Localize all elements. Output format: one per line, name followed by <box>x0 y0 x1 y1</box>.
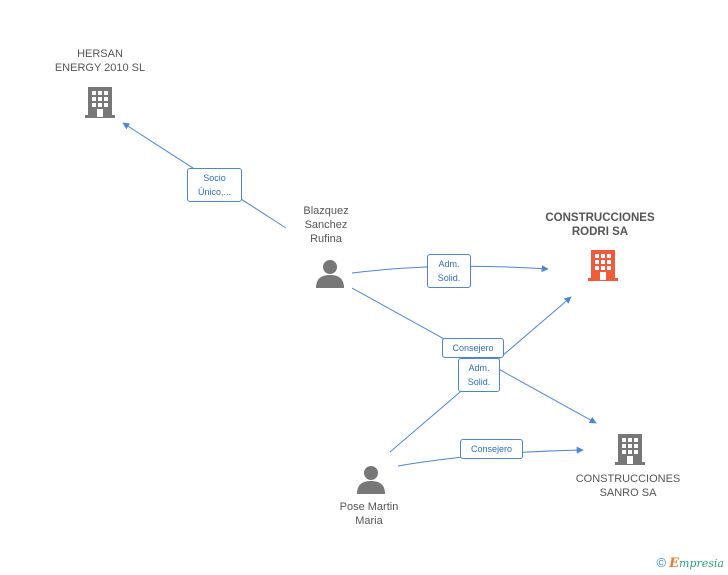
person-icon[interactable] <box>315 258 345 288</box>
footer-brand: ©Empresia <box>657 555 724 571</box>
building-icon[interactable] <box>614 432 646 466</box>
edge-label-socio[interactable]: Socio Único,... <box>187 168 242 202</box>
node-label-rodri: CONSTRUCCIONES RODRI SA <box>545 212 655 238</box>
node-label-sanro: CONSTRUCCIONES SANRO SA <box>575 473 681 499</box>
edge-label-consejero-pose[interactable]: Consejero <box>460 439 523 459</box>
copyright-symbol: © <box>656 555 667 570</box>
brand-logo: Empresia <box>669 556 724 571</box>
building-icon[interactable] <box>587 248 619 282</box>
person-icon[interactable] <box>356 464 386 494</box>
edge-label-adm-solid-pose[interactable]: Adm. Solid. <box>458 358 500 392</box>
node-label-hersan: HERSAN ENERGY 2010 SL <box>54 48 146 74</box>
node-label-blazquez: Blazquez Sanchez Rufina <box>303 205 349 245</box>
edge-label-consejero-sanro[interactable]: Consejero <box>442 338 504 358</box>
node-label-pose: Pose Martin Maria <box>339 501 399 527</box>
building-icon[interactable] <box>84 85 116 119</box>
edge-label-adm-solid-rodri[interactable]: Adm. Solid. <box>427 254 471 288</box>
